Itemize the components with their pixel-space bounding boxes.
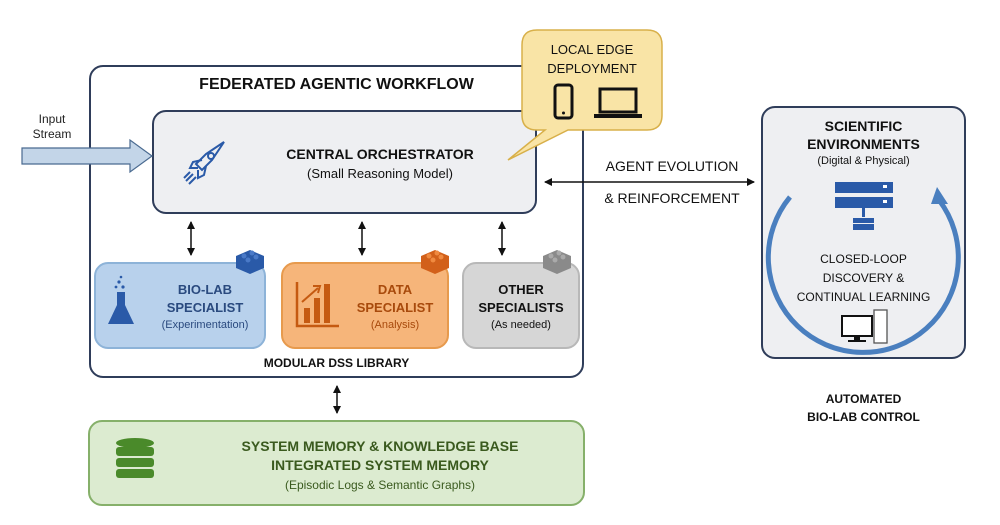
other-line1: OTHER xyxy=(498,282,544,297)
edge-text-line2: DEPLOYMENT xyxy=(547,61,637,76)
reinforcement-label: & REINFORCEMENT xyxy=(604,190,740,206)
bio-lab-line2: SPECIALIST xyxy=(166,300,244,315)
other-specialists-box[interactable] xyxy=(462,262,580,349)
input-label-line2: Stream xyxy=(32,127,72,141)
input-stream-label: Input Stream xyxy=(22,112,82,142)
memory-subtitle: (Episodic Logs & Semantic Graphs) xyxy=(284,478,476,492)
federated-title: FEDERATED AGENTIC WORKFLOW xyxy=(199,76,474,93)
loop-line2: DISCOVERY & xyxy=(822,271,905,285)
edge-text-line1: LOCAL EDGE xyxy=(550,42,634,57)
caption-line1: AUTOMATED xyxy=(825,392,902,406)
memory-title: SYSTEM MEMORY & KNOWLEDGE BASE INTEGRATE… xyxy=(180,437,580,475)
other-specialists-title: OTHER SPECIALISTS xyxy=(462,281,580,317)
input-label-line1: Input xyxy=(38,112,66,126)
edge-callout-text: LOCAL EDGE DEPLOYMENT xyxy=(522,40,662,78)
caption-line2: BIO-LAB CONTROL xyxy=(807,410,920,424)
memory-line1: SYSTEM MEMORY & KNOWLEDGE BASE xyxy=(241,438,519,454)
science-title-line2: ENVIRONMENTS xyxy=(807,136,920,152)
data-specialist-title: DATA SPECIALIST xyxy=(345,281,445,317)
modular-library-label: MODULAR DSS LIBRARY xyxy=(263,356,410,370)
memory-line2: INTEGRATED SYSTEM MEMORY xyxy=(271,457,489,473)
automated-caption: AUTOMATED BIO-LAB CONTROL xyxy=(761,390,966,426)
bio-lab-line1: BIO-LAB xyxy=(177,282,233,297)
central-orchestrator-box[interactable] xyxy=(152,110,537,214)
bio-lab-subtitle: (Experimentation) xyxy=(161,319,249,331)
data-line2: SPECIALIST xyxy=(356,300,434,315)
bio-lab-title: BIO-LAB SPECIALIST xyxy=(150,281,260,317)
science-title: SCIENTIFIC ENVIRONMENTS xyxy=(761,117,966,153)
closed-loop-label: CLOSED-LOOP DISCOVERY & CONTINUAL LEARNI… xyxy=(761,250,966,307)
data-line1: DATA xyxy=(377,282,413,297)
loop-line3: CONTINUAL LEARNING xyxy=(796,290,931,304)
loop-line1: CLOSED-LOOP xyxy=(820,252,907,266)
orchestrator-subtitle: (Small Reasoning Model) xyxy=(307,166,453,181)
science-subtitle: (Digital & Physical) xyxy=(817,155,910,167)
orchestrator-title: CENTRAL ORCHESTRATOR xyxy=(286,146,474,162)
science-title-line1: SCIENTIFIC xyxy=(824,118,903,134)
laptop-icon xyxy=(594,87,642,118)
other-line2: SPECIALISTS xyxy=(478,300,564,315)
data-specialist-subtitle: (Analysis) xyxy=(370,319,420,331)
agent-evolution-label: AGENT EVOLUTION xyxy=(605,158,739,174)
system-memory-box[interactable] xyxy=(88,420,585,506)
other-specialists-subtitle: (As needed) xyxy=(491,319,551,331)
